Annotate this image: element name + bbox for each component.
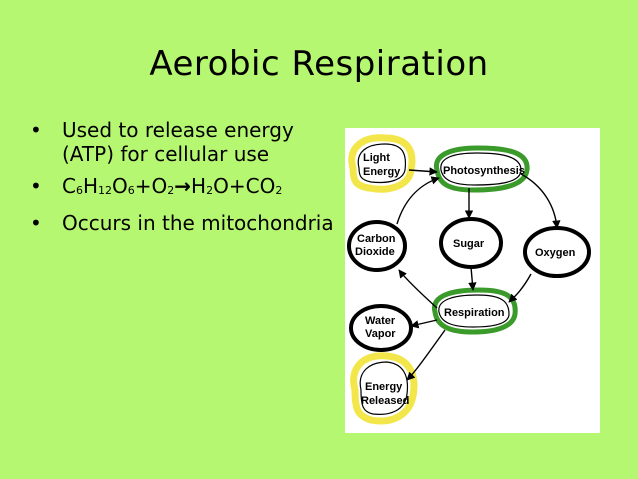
bullet-dot: • xyxy=(30,118,42,142)
vapor-label: Vapor xyxy=(365,328,396,340)
photosynthesis-label: Photosynthesis xyxy=(443,165,525,177)
carbon-label: Carbon xyxy=(357,233,396,245)
respiration-formula: C6H12O6+O2→H2O+CO2 xyxy=(62,174,283,198)
energy-label: Energy xyxy=(363,166,401,178)
respiration-cycle-diagram: Light Energy Photosynthesis Carbon Dioxi… xyxy=(345,128,600,433)
bullet-item: • C6H12O6+O2→H2O+CO2 xyxy=(28,174,338,203)
sugar-node: Sugar xyxy=(439,217,503,269)
oxygen-node: Oxygen xyxy=(523,226,591,278)
bullet-text: Occurs in the mitochondria xyxy=(62,211,334,235)
light-energy-node: Light Energy xyxy=(348,134,416,193)
released-label: Released xyxy=(361,395,409,407)
energy-released-node: Energy Released xyxy=(350,352,418,425)
light-label: Light xyxy=(363,152,390,164)
sugar-label: Sugar xyxy=(453,238,485,250)
bullet-item: • Used to release energy (ATP) for cellu… xyxy=(28,118,338,166)
bullet-list: • Used to release energy (ATP) for cellu… xyxy=(28,118,338,243)
bullet-dot: • xyxy=(30,174,42,198)
energy-label: Energy xyxy=(365,381,403,393)
water-vapor-node: Water Vapor xyxy=(349,304,413,352)
bullet-item: • Occurs in the mitochondria xyxy=(28,211,338,235)
carbon-dioxide-node: Carbon Dioxide xyxy=(347,220,407,272)
water-label: Water xyxy=(365,315,396,327)
slide-title: Aerobic Respiration xyxy=(149,44,489,84)
dioxide-label: Dioxide xyxy=(355,246,395,258)
cycle-arrows xyxy=(396,167,561,381)
respiration-node: Respiration xyxy=(432,287,518,335)
bullet-dot: • xyxy=(30,211,42,235)
respiration-label: Respiration xyxy=(444,307,505,319)
photosynthesis-node: Photosynthesis xyxy=(433,145,530,193)
arrow-icon: → xyxy=(174,174,192,198)
oxygen-label: Oxygen xyxy=(535,247,576,259)
bullet-text: Used to release energy (ATP) for cellula… xyxy=(62,118,294,166)
